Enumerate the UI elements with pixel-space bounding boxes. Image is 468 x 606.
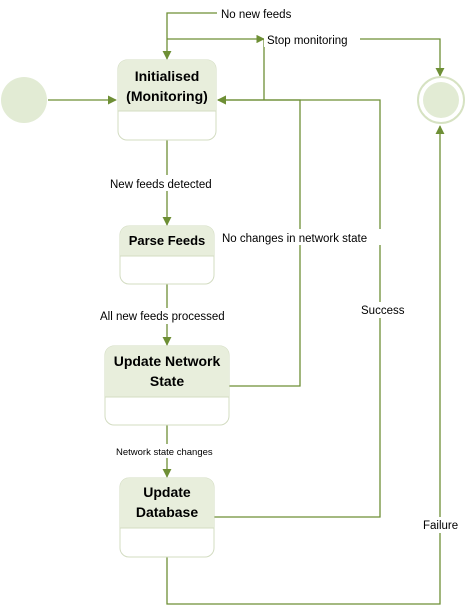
edge-success bbox=[214, 95, 381, 518]
edge-stop-monitoring bbox=[263, 38, 445, 100]
state-update-database-line2: Database bbox=[136, 504, 198, 520]
state-update-network-line2: State bbox=[150, 373, 184, 389]
label-all-processed: All new feeds processed bbox=[100, 311, 225, 323]
state-update-network-line1: Update Network bbox=[114, 353, 221, 369]
edge-failure bbox=[166, 125, 445, 605]
label-stop-monitoring: Stop monitoring bbox=[267, 35, 348, 47]
state-initialised-line1: Initialised bbox=[135, 68, 200, 84]
state-initialised: Initialised (Monitoring) bbox=[117, 59, 217, 141]
initial-node bbox=[1, 77, 47, 123]
label-success: Success bbox=[361, 305, 405, 317]
state-update-database: Update Database bbox=[119, 477, 215, 558]
state-initialised-line2: (Monitoring) bbox=[126, 88, 208, 104]
label-no-new-feeds: No new feeds bbox=[221, 9, 292, 21]
state-parse-feeds-label: Parse Feeds bbox=[129, 233, 206, 248]
label-network-changes: Network state changes bbox=[116, 447, 213, 458]
label-new-feeds-detected: New feeds detected bbox=[110, 179, 212, 191]
state-parse-feeds: Parse Feeds bbox=[119, 225, 215, 285]
final-node bbox=[417, 76, 465, 124]
state-update-network: Update Network State bbox=[104, 345, 230, 426]
label-no-changes: No changes in network state bbox=[222, 233, 367, 245]
state-update-database-line1: Update bbox=[143, 484, 191, 500]
label-failure: Failure bbox=[423, 520, 458, 532]
